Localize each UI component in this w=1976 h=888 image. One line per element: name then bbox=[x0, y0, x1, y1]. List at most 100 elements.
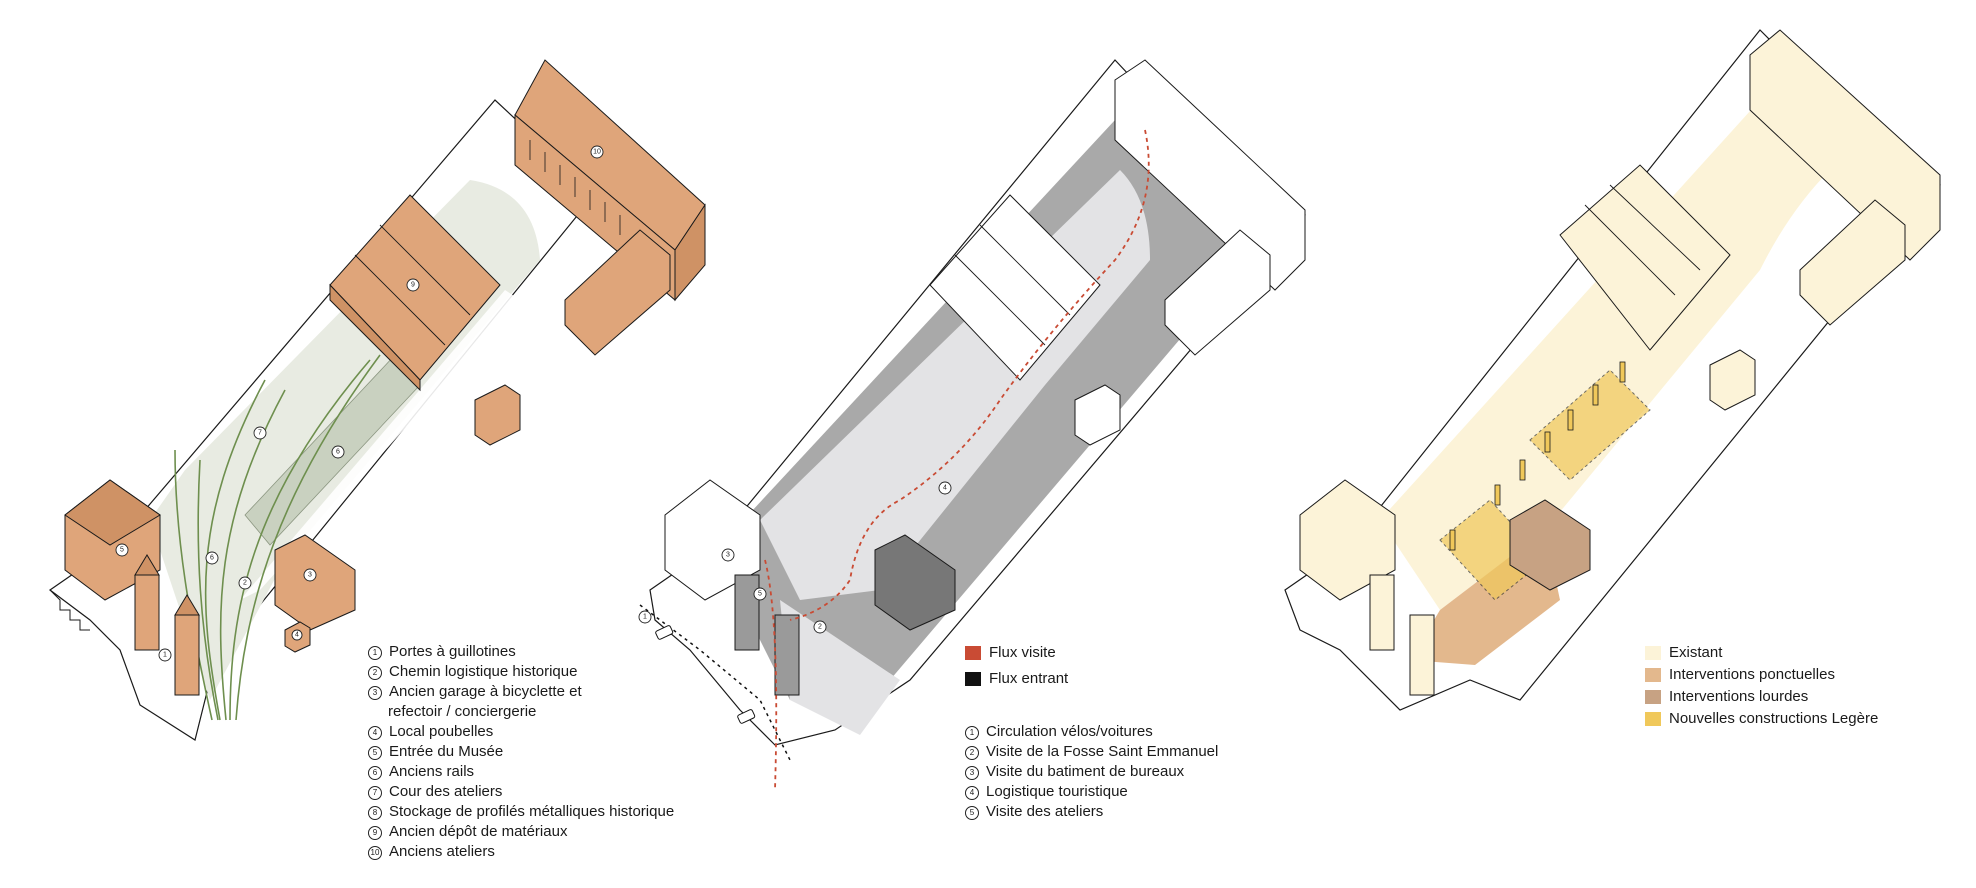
existant-swatch bbox=[1645, 646, 1661, 660]
svg-text:4: 4 bbox=[295, 632, 299, 639]
legend-label: refectoir / conciergerie bbox=[388, 703, 537, 720]
legend-label: Anciens ateliers bbox=[389, 843, 495, 860]
depot-2 bbox=[929, 194, 1101, 381]
legend-label: Entrée du Musée bbox=[389, 743, 504, 760]
legend-item: Existant bbox=[1645, 642, 1878, 664]
lourdes-building bbox=[1509, 499, 1591, 591]
marker-7: 7 bbox=[253, 426, 267, 440]
flux-entrant-swatch bbox=[965, 672, 981, 686]
legend-item: 10 Anciens ateliers bbox=[368, 842, 674, 862]
svg-text:1: 1 bbox=[643, 614, 647, 621]
ponctuelles-swatch bbox=[1645, 668, 1661, 682]
legend-item: 2 Chemin logistique historique bbox=[368, 662, 674, 682]
svg-text:4: 4 bbox=[943, 485, 947, 492]
legend-label: Stockage de profilés métalliques histori… bbox=[389, 803, 675, 820]
lourdes-swatch bbox=[1645, 690, 1661, 704]
legend-label: Chemin logistique historique bbox=[389, 663, 578, 680]
marker-6a: 6 bbox=[331, 445, 345, 459]
legend-item: Flux visite bbox=[965, 640, 1068, 666]
legend-item: Interventions lourdes bbox=[1645, 686, 1878, 708]
svg-text:6: 6 bbox=[336, 449, 340, 456]
marker-2-5: 5 bbox=[753, 587, 767, 601]
garage-building bbox=[274, 534, 356, 631]
poles bbox=[1449, 361, 1626, 551]
marker-1: 1 bbox=[158, 648, 172, 662]
legend-number: 5 bbox=[965, 806, 979, 820]
garage-2 bbox=[874, 534, 956, 631]
tower-3b bbox=[1409, 614, 1435, 696]
svg-text:2: 2 bbox=[818, 624, 822, 631]
svg-text:3: 3 bbox=[726, 552, 730, 559]
tower-right-roof bbox=[174, 594, 200, 616]
legend-item: 5 Visite des ateliers bbox=[965, 802, 1218, 822]
svg-text:1: 1 bbox=[163, 652, 167, 659]
legend-label: Logistique touristique bbox=[986, 783, 1128, 800]
panel-interventions bbox=[1284, 29, 1941, 711]
car-icon bbox=[655, 625, 674, 640]
legend-label: Cour des ateliers bbox=[389, 783, 503, 800]
small-building bbox=[474, 384, 521, 446]
legend-label: Nouvelles constructions Legère bbox=[1669, 710, 1879, 727]
legend-label: Circulation vélos/voitures bbox=[986, 723, 1153, 740]
legend-item: Nouvelles constructions Legère bbox=[1645, 708, 1878, 730]
small-3 bbox=[1709, 349, 1756, 411]
legend-label: Ancien dépôt de matériaux bbox=[389, 823, 568, 840]
legend-number: 10 bbox=[368, 846, 382, 860]
marker-4: 4 bbox=[291, 629, 303, 641]
legend-label: Flux entrant bbox=[989, 670, 1069, 687]
svg-text:2: 2 bbox=[243, 580, 247, 587]
svg-text:10: 10 bbox=[593, 149, 601, 156]
marker-5: 5 bbox=[115, 543, 129, 557]
museum-2 bbox=[664, 479, 761, 601]
marker-2-4: 4 bbox=[938, 481, 952, 495]
legend-number: 2 bbox=[368, 666, 382, 680]
legend-number: 5 bbox=[368, 746, 382, 760]
svg-text:9: 9 bbox=[411, 282, 415, 289]
legend-flux: Flux visite Flux entrant bbox=[965, 640, 1068, 692]
legend-number: 1 bbox=[965, 726, 979, 740]
museum-3 bbox=[1299, 479, 1396, 601]
legend-number: 7 bbox=[368, 786, 382, 800]
ground-steps bbox=[49, 589, 90, 631]
tower-left bbox=[134, 574, 160, 651]
small-2 bbox=[1074, 384, 1121, 446]
legend-label: Visite des ateliers bbox=[986, 803, 1104, 820]
marker-2-2: 2 bbox=[813, 620, 827, 634]
legend-item: 7 Cour des ateliers bbox=[368, 782, 674, 802]
marker-9: 9 bbox=[406, 278, 420, 292]
legend-label: Flux visite bbox=[989, 644, 1056, 661]
marker-2-3: 3 bbox=[721, 548, 735, 562]
depot-3-ridges bbox=[1584, 184, 1701, 296]
legend-item: 9 Ancien dépôt de matériaux bbox=[368, 822, 674, 842]
svg-text:5: 5 bbox=[758, 591, 762, 598]
legend-interventions: Existant Interventions ponctuelles Inter… bbox=[1645, 642, 1878, 730]
legend-item: Flux entrant bbox=[965, 666, 1068, 692]
ateliers-3 bbox=[1749, 29, 1941, 261]
marker-3: 3 bbox=[303, 568, 317, 582]
legend-item: 8 Stockage de profilés métalliques histor… bbox=[368, 802, 674, 822]
legend-label: Visite du batiment de bureaux bbox=[986, 763, 1185, 780]
legend-number: 9 bbox=[368, 826, 382, 840]
legend-number: 8 bbox=[368, 806, 382, 820]
panel-flows: 4 3 5 2 1 bbox=[638, 59, 1306, 791]
logistics-path bbox=[240, 290, 520, 600]
svg-text:3: 3 bbox=[308, 572, 312, 579]
legend-item: Interventions ponctuelles bbox=[1645, 664, 1878, 686]
legend-item: refectoir / conciergerie bbox=[368, 702, 674, 722]
svg-text:6: 6 bbox=[210, 555, 214, 562]
tower-2a bbox=[734, 574, 760, 651]
existant-zone bbox=[1380, 100, 1830, 610]
legere-zone-2 bbox=[1529, 369, 1651, 481]
depot-ridges bbox=[354, 224, 471, 346]
legend-number: 4 bbox=[368, 726, 382, 740]
light-lower bbox=[780, 600, 900, 735]
wing-3 bbox=[1799, 199, 1906, 326]
marker-10: 10 bbox=[590, 145, 604, 159]
legend-label: Existant bbox=[1669, 644, 1723, 661]
museum-roof bbox=[64, 479, 161, 546]
